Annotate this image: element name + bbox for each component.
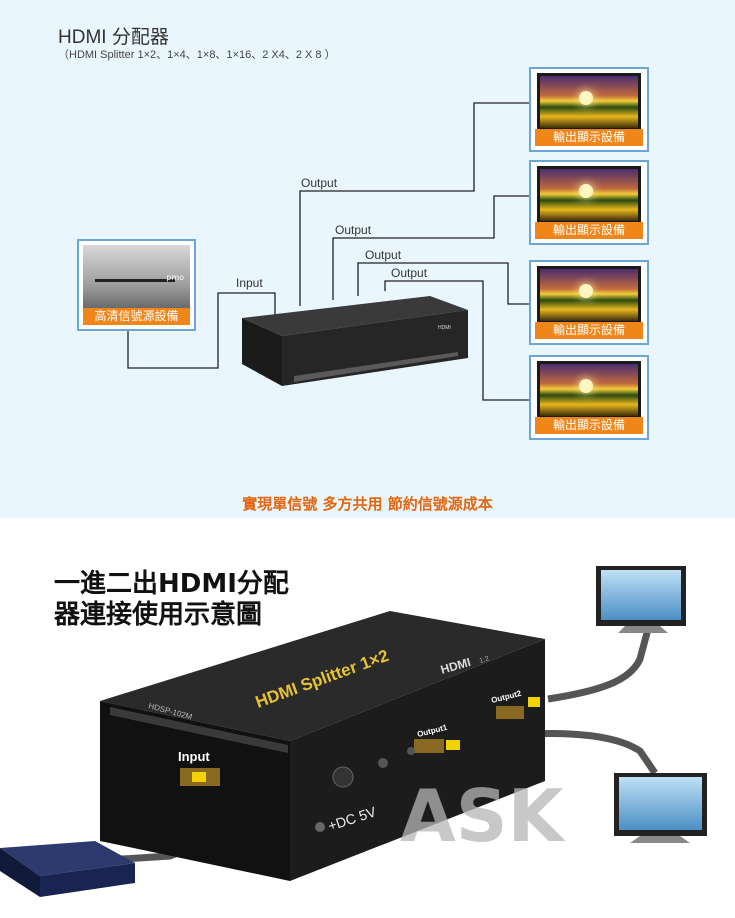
output-wire-label-2: Output: [335, 223, 372, 237]
display-device-1: 輸出顯示設備: [529, 67, 649, 152]
power-socket: [332, 766, 354, 788]
display-device-label: 輸出顯示設備: [535, 129, 643, 146]
output2-port: [496, 706, 524, 719]
disc-player-image: pmo: [83, 245, 190, 315]
output-cable-2: [547, 628, 652, 703]
hdmi-splitter-device: HDMI: [242, 296, 468, 386]
output-wire-label-4: Output: [391, 266, 428, 280]
device-logo-suffix: 1:2: [479, 655, 490, 664]
display-device-3: 輸出顯示設備: [529, 260, 649, 345]
output-wire-4: [384, 280, 531, 401]
splitter-connection-photo: HDMI Splitter 1×2 HDSP-102M HDMI 1:2 Inp…: [0, 541, 735, 918]
slogan: 實現單信號 多方共用 節約信號源成本: [242, 495, 493, 513]
output-wire-label-3: Output: [365, 248, 402, 262]
splitter-overview-diagram: HDMI 分配器 （HDMI Splitter 1×2、1×4、1×8、1×16…: [0, 0, 735, 518]
connection-wires: [127, 102, 531, 401]
tv-icon: [537, 266, 641, 324]
source-device: pmo 高清信號源設備: [77, 239, 196, 331]
tv-lower-right: [614, 773, 707, 843]
source-brand: pmo: [166, 273, 184, 282]
display-device-label: 輸出顯示設備: [535, 222, 643, 239]
tv-top-right: [596, 566, 686, 633]
dvd-player: [0, 841, 135, 897]
power-indicator: [315, 822, 325, 832]
display-device-4: 輸出顯示設備: [529, 355, 649, 440]
diagram-title: HDMI 分配器: [58, 27, 169, 48]
output1-port: [414, 739, 444, 753]
display-device-label: 輸出顯示設備: [535, 417, 643, 434]
tv-icon: [537, 361, 641, 419]
port-input-label: Input: [178, 749, 210, 764]
display-device-label: 輸出顯示設備: [535, 322, 643, 339]
output-wire-2: [332, 195, 531, 300]
diagram-subtitle: （HDMI Splitter 1×2、1×4、1×8、1×16、2 X4、2 X…: [58, 49, 336, 61]
heading-line-2: 器連接使用示意圖: [54, 600, 263, 630]
tv-icon: [537, 73, 641, 131]
indicator-led-1: [378, 758, 388, 768]
output-wire-3: [357, 262, 531, 305]
svg-text:HDMI: HDMI: [438, 325, 451, 331]
input-wire: [127, 292, 276, 369]
output2-plug-tip: [528, 697, 540, 707]
output-wire-1: [299, 102, 531, 306]
output1-plug-tip: [446, 740, 460, 750]
source-device-label: 高清信號源設備: [83, 308, 190, 325]
connection-illustration: HDMI Splitter 1×2 HDSP-102M HDMI 1:2 Inp…: [0, 566, 707, 897]
watermark: ASK: [400, 774, 566, 858]
heading-line-1: 一進二出HDMI分配: [54, 569, 289, 599]
bottom-heading: 一進二出HDMI分配 器連接使用示意圖: [54, 569, 289, 631]
display-device-2: 輸出顯示設備: [529, 160, 649, 245]
tv-icon: [537, 166, 641, 224]
input-wire-label: Input: [236, 276, 263, 290]
input-plug-tip: [192, 772, 206, 782]
output-wire-label-1: Output: [301, 176, 338, 190]
indicator-led-2: [407, 747, 415, 755]
